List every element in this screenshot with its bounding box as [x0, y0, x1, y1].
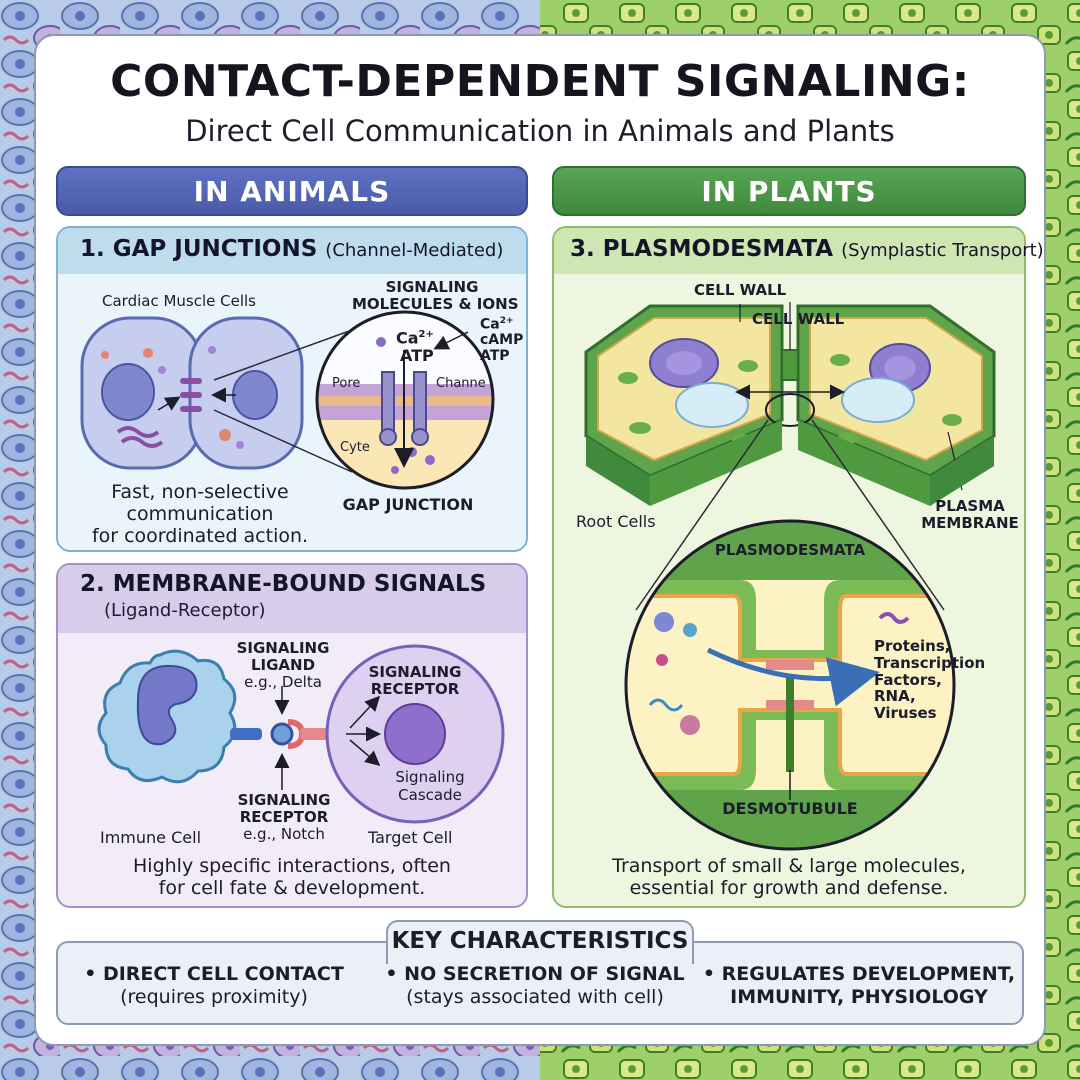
gap-caption: Fast, non-selective communication for co… [70, 482, 330, 548]
signaling-molecules-label: SIGNALING MOLECULES & IONS [352, 279, 512, 313]
cascade-line-2: Cascade [380, 786, 480, 804]
receptor-example: e.g., Notch [226, 826, 342, 843]
signals-line-1: SIGNALING [352, 279, 512, 296]
cargo-transcription: Transcription [874, 655, 985, 672]
cargo-viruses: Viruses [874, 705, 985, 722]
gap-caption-2: communication [70, 504, 330, 526]
signaling-cascade-label: Signaling Cascade [380, 768, 480, 804]
gap-title-paren: (Channel-Mediated) [325, 240, 503, 261]
ligand-receptor-junction [230, 686, 342, 790]
gap-caption-1: Fast, non-selective [70, 482, 330, 504]
cytoplasm-label: Cyte [340, 440, 370, 455]
membrane-caption: Highly specific interactions, often for … [66, 856, 518, 900]
key-item-regulation: • REGULATES DEVELOPMENT, IMMUNITY, PHYSI… [700, 963, 1018, 1009]
side-ion-list: Ca2+ cAMP ATP [480, 316, 523, 365]
pore-label: Pore [332, 376, 360, 391]
cell-wall-label-top: CELL WALL [694, 282, 786, 299]
immune-cell [99, 651, 235, 782]
side-ca: Ca [480, 317, 500, 333]
membrane-caption-2: for cell fate & development. [66, 878, 518, 900]
side-camp: cAMP [480, 333, 523, 349]
signaling-receptor-bottom-label: SIGNALING RECEPTOR e.g., Notch [226, 792, 342, 842]
side-atp: ATP [480, 349, 523, 365]
plasmo-caption: Transport of small & large molecules, es… [562, 856, 1016, 900]
key-item-contact: • DIRECT CELL CONTACT (requires proximit… [66, 963, 362, 1009]
gap-caption-3: for coordinated action. [70, 526, 330, 548]
plasmo-title-paren: (Symplastic Transport) [841, 240, 1044, 261]
ca-text: Ca [396, 328, 419, 347]
root-cells-label: Root Cells [576, 512, 656, 531]
cargo-proteins: Proteins, [874, 638, 985, 655]
cell-wall-label-inner: CELL WALL [752, 311, 844, 328]
plasma-line-2: MEMBRANE [920, 515, 1020, 532]
key-item-regulation-sub: IMMUNITY, PHYSIOLOGY [700, 986, 1018, 1009]
membrane-caption-1: Highly specific interactions, often [66, 856, 518, 878]
receptor-top-line-2: RECEPTOR [360, 681, 470, 698]
plasmo-title-main: 3. PLASMODESMATA [570, 236, 833, 262]
key-item-contact-main: • DIRECT CELL CONTACT [66, 963, 362, 986]
signals-line-2: MOLECULES & IONS [352, 296, 512, 313]
key-item-secretion: • NO SECRETION OF SIGNAL (stays associat… [370, 963, 700, 1009]
signaling-receptor-top-label: SIGNALING RECEPTOR [360, 664, 470, 698]
gap-title-main: 1. GAP JUNCTIONS [80, 236, 317, 262]
key-item-contact-sub: (requires proximity) [120, 986, 308, 1008]
immune-cell-label: Immune Cell [100, 828, 201, 847]
gap-junctions-title: 1. GAP JUNCTIONS (Channel-Mediated) [80, 236, 503, 262]
gap-junction-label: GAP JUNCTION [338, 496, 478, 514]
cardiac-cell-right [190, 318, 302, 468]
desmotubule-label: DESMOTUBULE [710, 800, 870, 818]
key-item-secretion-sub: (stays associated with cell) [406, 986, 664, 1008]
plasma-membrane-label: PLASMA MEMBRANE [920, 498, 1020, 532]
cargo-list: Proteins, Transcription Factors, RNA, Vi… [874, 638, 985, 722]
cargo-factors: Factors, [874, 672, 985, 689]
membrane-signals-subtitle: (Ligand-Receptor) [104, 600, 266, 621]
plasma-line-1: PLASMA [920, 498, 1020, 515]
ca-sup: 2+ [419, 329, 434, 340]
side-ca-sup: 2+ [500, 316, 514, 326]
membrane-signals-title: 2. MEMBRANE-BOUND SIGNALS [80, 571, 486, 597]
atp-label: ATP [400, 347, 434, 365]
signaling-ligand-label: SIGNALING LIGAND e.g., Delta [228, 640, 338, 690]
plasmodesmata-label: PLASMODESMATA [700, 542, 880, 559]
channel-label: Channe [436, 376, 486, 391]
key-characteristics-title: KEY CHARACTERISTICS [386, 928, 694, 954]
receptor-bottom-line-1: SIGNALING [226, 792, 342, 809]
plasmo-caption-2: essential for growth and defense. [562, 878, 1016, 900]
key-item-regulation-main: • REGULATES DEVELOPMENT, [700, 963, 1018, 986]
plasmo-caption-1: Transport of small & large molecules, [562, 856, 1016, 878]
target-cell-label: Target Cell [368, 828, 453, 847]
ligand-line-1: SIGNALING [228, 640, 338, 657]
receptor-bottom-line-2: RECEPTOR [226, 809, 342, 826]
ligand-line-2: LIGAND [228, 657, 338, 674]
cascade-line-1: Signaling [380, 768, 480, 786]
ca-ion-label: Ca2+ [396, 329, 434, 347]
ligand-example: e.g., Delta [228, 674, 338, 691]
plasmodesmata-title: 3. PLASMODESMATA (Symplastic Transport) [570, 236, 1044, 262]
receptor-top-line-1: SIGNALING [360, 664, 470, 681]
key-item-secretion-main: • NO SECRETION OF SIGNAL [370, 963, 700, 986]
cardiac-cells-label: Cardiac Muscle Cells [102, 292, 256, 310]
cargo-rna: RNA, [874, 688, 985, 705]
